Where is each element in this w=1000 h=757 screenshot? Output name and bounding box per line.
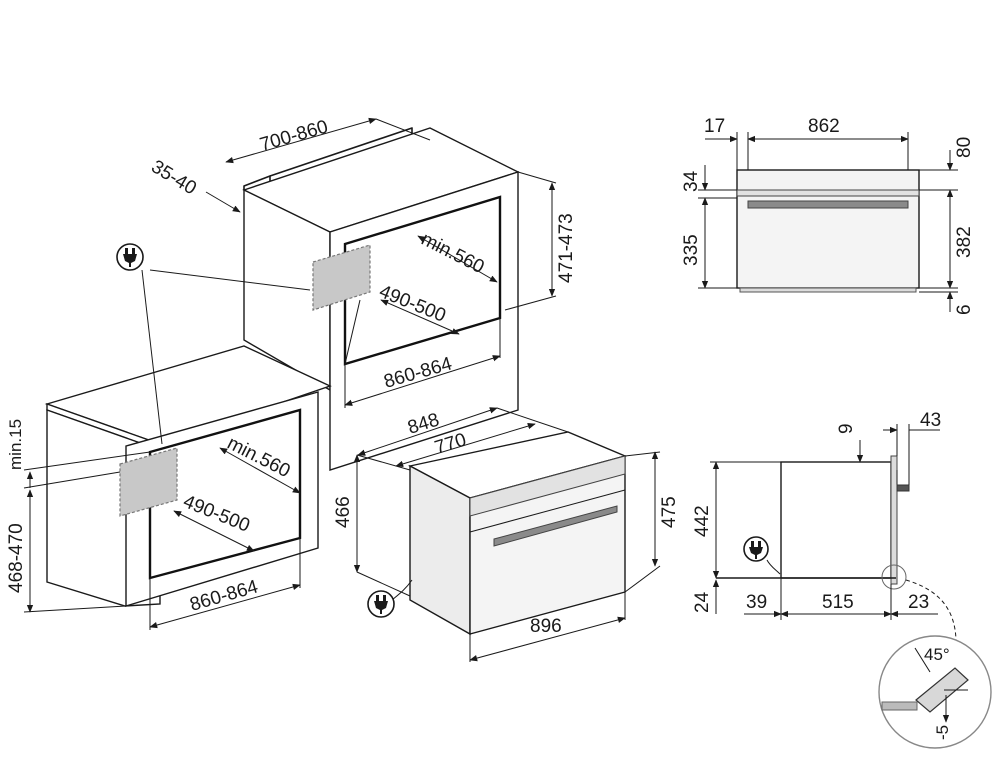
dim-detail-angle: 45° <box>924 645 950 664</box>
dim-side-front-depth: 23 <box>908 592 929 613</box>
dim-side-top-gap: 9 <box>836 423 857 434</box>
oven-perspective <box>391 431 628 636</box>
front-handle <box>747 200 909 209</box>
dim-under-niche-height: 468-470 <box>6 523 27 593</box>
oven-handle <box>493 505 618 547</box>
detail-circle <box>878 635 992 749</box>
dim-side-height: 442 <box>692 505 713 537</box>
dim-front-door-height: 335 <box>681 234 702 266</box>
dim-front-body-height: 382 <box>954 226 975 258</box>
column-power-zone <box>312 244 371 311</box>
dim-detail-step: -5 <box>933 725 952 740</box>
dim-oven-front-width: 896 <box>530 616 562 637</box>
plug-icon <box>367 590 395 618</box>
dim-under-clearance-min: min.15 <box>6 419 25 470</box>
dim-oven-front-height: 475 <box>659 496 680 528</box>
dim-oven-body-height: 466 <box>333 496 354 528</box>
dim-side-front-protrusion: 43 <box>920 410 941 431</box>
dim-column-niche-height: 471-473 <box>556 213 577 283</box>
oven-side-view <box>716 455 957 641</box>
dim-side-back-offset: 39 <box>746 592 767 613</box>
dim-front-top-height: 80 <box>954 137 975 158</box>
dim-column-back-gap: 35-40 <box>147 156 199 199</box>
dim-side-depth: 515 <box>822 592 854 613</box>
dim-side-base-height: 24 <box>692 591 713 613</box>
dim-front-bottom-gap: 6 <box>954 304 975 315</box>
dim-front-control-panel: 34 <box>681 170 702 192</box>
dim-front-inner-width: 862 <box>808 116 840 137</box>
dim-front-side-offset: 17 <box>704 116 725 137</box>
undercounter-power-zone <box>119 447 178 517</box>
oven-front-view <box>736 169 920 293</box>
plug-icon <box>116 243 144 271</box>
undercounter-cabinet <box>44 345 332 607</box>
plug-icon <box>743 536 769 562</box>
dim-column-depth: 700-860 <box>258 116 331 155</box>
